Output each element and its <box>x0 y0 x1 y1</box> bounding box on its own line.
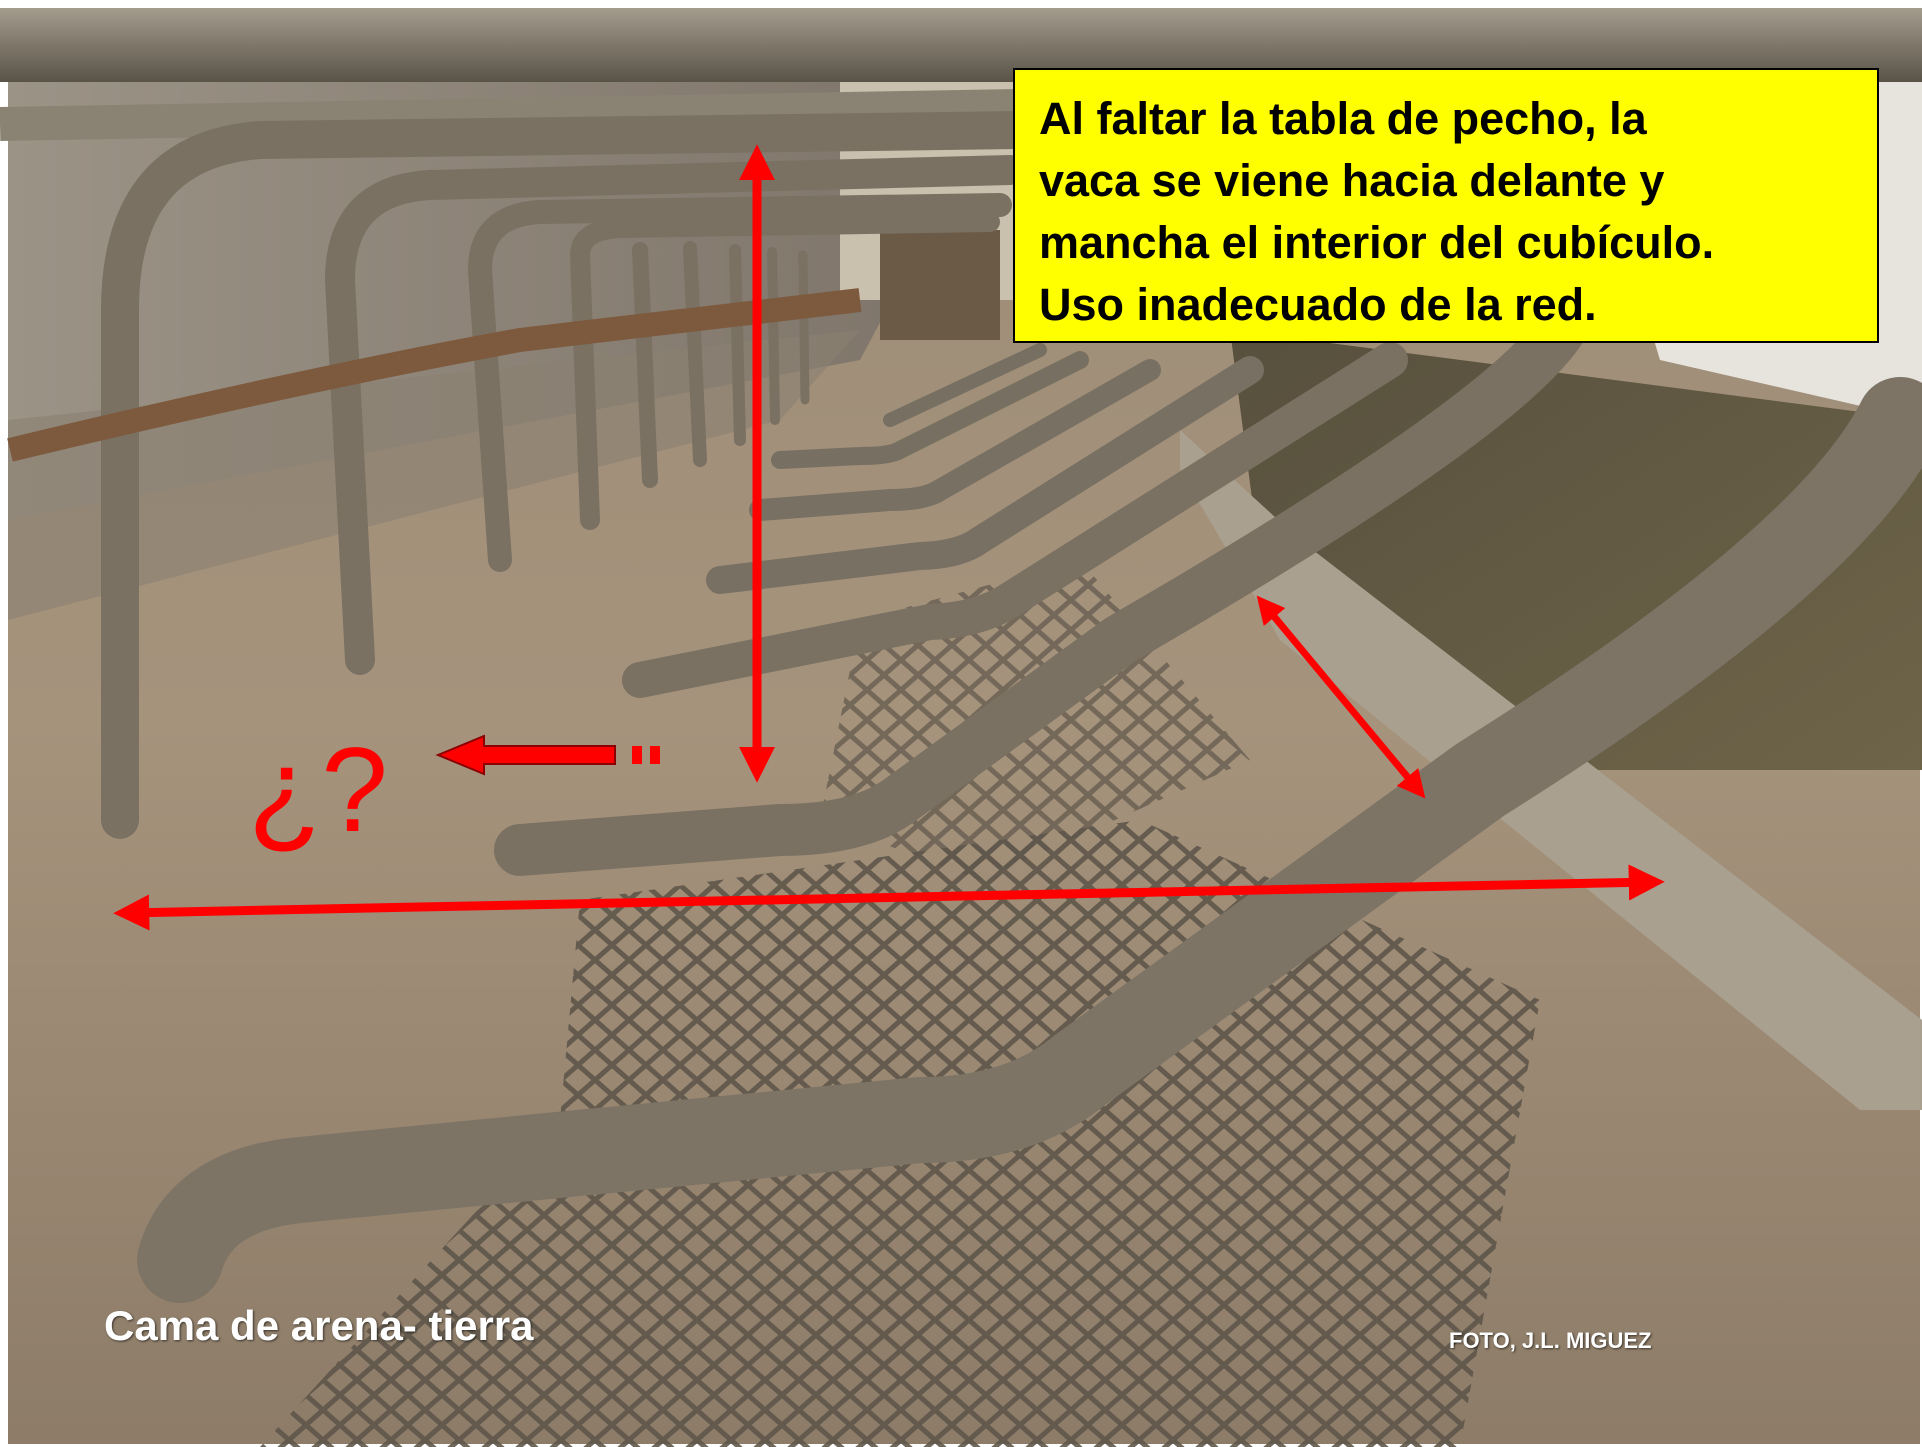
stall-dividers-right <box>137 304 1922 1303</box>
bedding-caption: Cama de arena- tierra <box>104 1302 534 1349</box>
diagonal-width-arrow <box>1256 595 1426 799</box>
neck-rail <box>7 288 862 462</box>
callout-line-1: Al faltar la tabla de pecho, la <box>1039 93 1647 144</box>
stall-dividers-left <box>101 111 1039 839</box>
explanation-callout: Al faltar la tabla de pecho, la vaca se … <box>1013 68 1879 343</box>
horizontal-length-arrow <box>113 864 1665 931</box>
callout-line-4: Uso inadecuado de la red. <box>1039 279 1597 330</box>
forward-arrow <box>435 734 660 776</box>
red-annotations <box>113 144 1665 931</box>
callout-line-3: mancha el interior del cubículo. <box>1039 217 1715 268</box>
callout-line-2: vaca se viene hacia delante y <box>1039 155 1665 206</box>
photo-credit: FOTO, J.L. MIGUEZ <box>1449 1328 1652 1353</box>
question-mark-label: ¿? <box>248 723 389 857</box>
